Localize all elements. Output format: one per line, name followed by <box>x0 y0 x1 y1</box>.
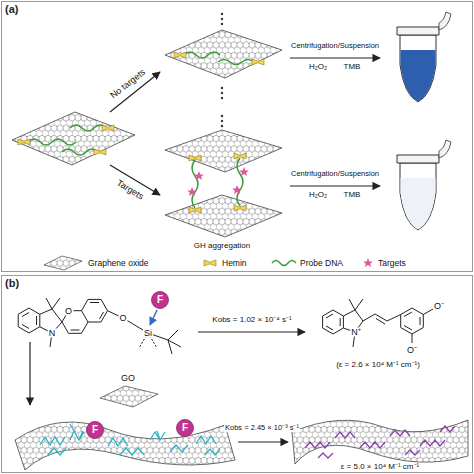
extinction-label: ε = 5.0 × 10⁴ M⁻¹ cm⁻¹ <box>341 463 419 471</box>
legend-label: Hemin <box>222 259 247 268</box>
blue-tube <box>397 12 451 102</box>
fluoride-ion: F <box>86 421 104 439</box>
branch-label: No targets <box>109 68 147 101</box>
ion-label: F <box>157 295 163 305</box>
legend-label: Probe DNA <box>300 259 343 268</box>
extinction-label: (ε = 2.6 × 10⁴ M⁻¹ cm⁻¹) <box>336 361 420 369</box>
rate-constant: Kobs = 1.02 × 10⁻⁴ s⁻¹ <box>212 316 291 324</box>
reagent-label: H₂O₂ <box>309 191 327 199</box>
atom-label: O⁻ <box>406 346 418 355</box>
fluoride-ion: F <box>176 419 194 437</box>
panel-label: (b) <box>5 278 19 289</box>
reaction-arrow <box>198 331 305 332</box>
ion-circle <box>177 420 194 437</box>
panel-frame: (a) <box>1 1 473 272</box>
reagent-label: TMB <box>344 191 361 199</box>
process-arrow <box>290 185 380 186</box>
clear-tube <box>397 140 451 230</box>
ion-circle <box>87 422 104 439</box>
dispersed-sheet <box>165 13 282 99</box>
legend-label: Targets <box>378 259 406 268</box>
step-label: Centrifugation/Suspension <box>291 170 379 178</box>
rate-constant: Kobs = 2.45 × 10⁻³ s⁻¹ <box>224 424 300 432</box>
attack-arrow <box>150 310 157 325</box>
merocyanine-molecule <box>323 299 433 347</box>
legend-samples <box>44 256 373 270</box>
process-arrow <box>290 57 380 58</box>
legend-label: Graphene oxide <box>88 259 149 268</box>
reagent-label: TMB <box>344 63 361 71</box>
product-sheet <box>292 420 468 464</box>
adsorption-arrow <box>29 342 30 405</box>
atom-label: O <box>118 314 127 323</box>
reaction-arrow <box>238 441 288 442</box>
left-sheet <box>12 112 135 165</box>
branch-label: Targets <box>115 179 145 202</box>
atom-label: N⁺ <box>350 328 362 337</box>
ion-circle <box>152 292 169 309</box>
fluoride-ion: F <box>151 291 169 309</box>
aggregated-sheets <box>165 115 282 237</box>
ion-label: F <box>182 423 188 433</box>
atom-label: O <box>64 306 73 315</box>
reagent-label: H₂O₂ <box>309 63 327 71</box>
step-label: Centrifugation/Suspension <box>291 42 379 50</box>
atom-label: Si <box>143 329 153 338</box>
ion-label: F <box>92 425 98 435</box>
panel-frame: (b) F F F <box>1 275 473 473</box>
panel-label: (a) <box>5 4 18 15</box>
state-label: GH aggregation <box>194 242 250 250</box>
atom-label: N <box>48 329 57 338</box>
loaded-sheet <box>15 422 235 470</box>
atom-label: O⁻ <box>433 302 445 311</box>
material-label: GO <box>121 374 135 383</box>
go-sheet <box>100 386 158 407</box>
